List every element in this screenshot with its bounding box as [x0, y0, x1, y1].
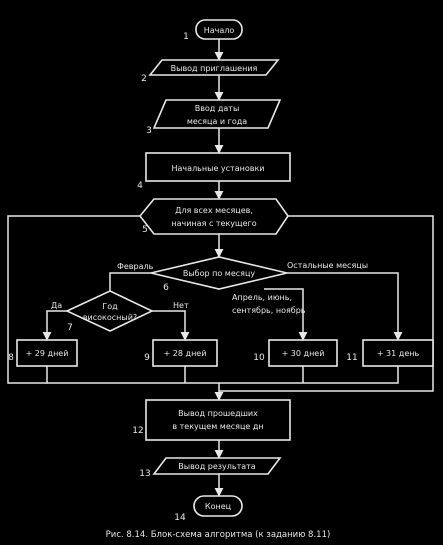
output-result-label: Вывод результата	[178, 462, 256, 471]
block-number: 8	[8, 353, 14, 363]
result-calc-label-2: в текущем месяце дн	[172, 422, 263, 431]
block-number: 12	[132, 426, 143, 436]
init-label: Начальные установки	[172, 164, 265, 173]
block-number: 1	[183, 32, 189, 42]
plus-31-block	[362, 339, 434, 367]
block-number: 13	[139, 469, 150, 479]
no-label: Нет	[173, 301, 189, 310]
result-calc-block	[145, 399, 291, 441]
plus-29-block	[16, 339, 78, 367]
input-label-1: Ввод даты	[195, 104, 240, 113]
init-block	[145, 152, 291, 182]
plus-31-label: + 31 день	[377, 349, 420, 358]
leap-year-label-2: високосный?	[83, 313, 137, 322]
start-terminator	[195, 19, 243, 40]
plus-30-label: + 30 дней	[282, 349, 325, 358]
block-number: 6	[163, 283, 169, 293]
block-number: 5	[142, 225, 148, 235]
april-label-2: сентябрь, ноябрь	[232, 306, 306, 315]
connectors	[7, 39, 434, 497]
input-label-2: месяца и года	[187, 117, 247, 126]
end-label: Конец	[205, 502, 232, 511]
plus-29-label: + 29 дней	[26, 349, 69, 358]
start-label: Начало	[204, 26, 235, 35]
block-number: 10	[253, 353, 265, 363]
result-calc-label-1: Вывод прошедших	[178, 409, 258, 418]
plus-28-block	[152, 339, 218, 367]
plus-30-block	[268, 339, 338, 367]
leap-year-decision	[65, 290, 154, 332]
april-label-1: Апрель, июнь,	[232, 293, 292, 302]
output-prompt-label: Вывод приглашения	[171, 64, 258, 73]
block-number: 3	[146, 126, 152, 136]
block-number: 14	[174, 513, 186, 523]
block-number: 4	[137, 181, 143, 191]
figure-caption: Рис. 8.14. Блок-схема алгоритма (к задан…	[106, 530, 331, 540]
block-number: 7	[67, 323, 73, 333]
block-number: 11	[346, 353, 357, 363]
block-number: 9	[144, 353, 150, 363]
output-result-block	[152, 457, 282, 475]
yes-label: Да	[51, 301, 62, 310]
month-select-label: Выбор по месяцу	[183, 269, 256, 278]
loop-label-2: начиная с текущего	[171, 219, 256, 228]
month-select-decision	[150, 256, 288, 290]
february-label: Февраль	[117, 262, 154, 271]
loop-block	[138, 198, 289, 235]
leap-year-label-1: Год	[102, 302, 118, 311]
block-number: 2	[141, 74, 147, 84]
loop-label-1: Для всех месяцев,	[175, 206, 253, 215]
plus-28-label: + 28 дней	[164, 349, 207, 358]
end-terminator	[193, 495, 243, 517]
input-block	[152, 99, 282, 129]
other-months-label: Остальные месяцы	[287, 261, 368, 270]
output-prompt-block	[148, 59, 280, 76]
